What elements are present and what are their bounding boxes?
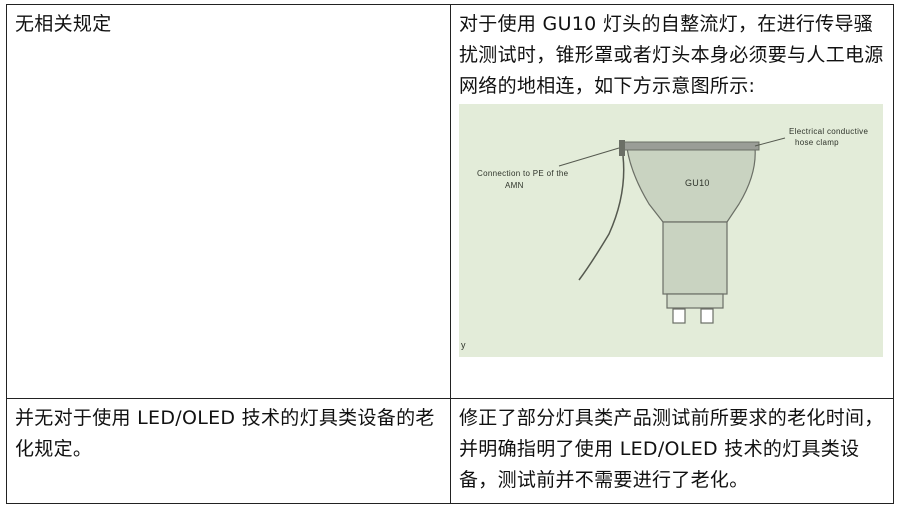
cell-text: 并无对于使用 LED/OLED 技术的灯具类设备的老化规定。 [15,407,435,460]
leader-line-right [754,137,786,147]
bulb-pin-left [672,308,686,324]
table-cell-right: 修正了部分灯具类产品测试前所要求的老化时间，并明确指明了使用 LED/OLED … [450,398,894,504]
table-row: 无相关规定 对于使用 GU10 灯头的自整流灯，在进行传导骚扰测试时，锥形罩或者… [6,4,894,399]
cell-text: 无相关规定 [15,13,112,35]
hose-clamp-band [620,141,760,151]
comparison-table: 无相关规定 对于使用 GU10 灯头的自整流灯，在进行传导骚扰测试时，锥形罩或者… [6,4,894,504]
leader-line-left [558,147,620,167]
table-cell-left: 无相关规定 [6,4,451,399]
cell-text: 修正了部分灯具类产品测试前所要求的老化时间，并明确指明了使用 LED/OLED … [459,407,884,491]
clamp-terminal [619,140,625,156]
table-row: 并无对于使用 LED/OLED 技术的灯具类设备的老化规定。 修正了部分灯具类产… [6,398,894,504]
gu10-diagram: GU10 Connection to PE of the AMN Electri… [459,104,883,357]
table-cell-left: 并无对于使用 LED/OLED 技术的灯具类设备的老化规定。 [6,398,451,504]
callout-right-line1: Electrical conductive [789,127,868,136]
bulb-base [666,293,724,309]
bulb-label: GU10 [685,178,710,188]
callout-left-line1: Connection to PE of the [477,169,569,178]
cell-text: 对于使用 GU10 灯头的自整流灯，在进行传导骚扰测试时，锥形罩或者灯头本身必须… [459,13,884,97]
gu10-diagram-svg: GU10 Connection to PE of the AMN Electri… [459,104,883,357]
callout-right-line2: hose clamp [795,138,839,147]
bulb-pin-right [700,308,714,324]
callout-left-line2: AMN [505,181,524,190]
corner-mark: y [461,340,466,350]
bulb-neck [662,221,728,295]
pe-wire [578,155,625,281]
table-cell-right: 对于使用 GU10 灯头的自整流灯，在进行传导骚扰测试时，锥形罩或者灯头本身必须… [450,4,894,399]
